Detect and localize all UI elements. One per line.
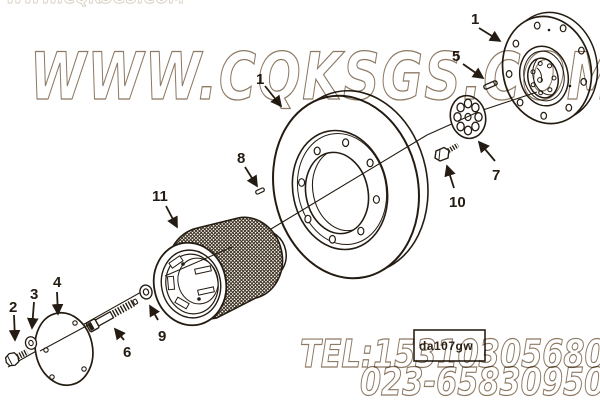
stamp-code-text: da107gw <box>419 339 473 353</box>
callout-arrow-4 <box>51 291 64 316</box>
centerline-segment <box>265 134 428 233</box>
plate-holes <box>453 98 483 136</box>
callout-arrow-9 <box>149 304 161 321</box>
flange-rim-holes <box>505 21 588 120</box>
part-vibration-damper <box>272 89 429 280</box>
centerline-segment <box>39 323 91 352</box>
callout-label-7: 7 <box>492 167 500 184</box>
stamp-box: da107gw <box>413 329 486 362</box>
centerline-segment <box>164 246 233 277</box>
part-pin-8 <box>255 187 265 195</box>
callout-label-8: 8 <box>237 150 245 167</box>
callout-label-1-flange: 1 <box>471 11 479 28</box>
part-washer-9 <box>139 284 153 300</box>
centerline-segment <box>479 91 538 112</box>
callout-label-6: 6 <box>123 344 131 361</box>
callout-arrow-5 <box>462 63 485 80</box>
callout-arrow-7 <box>477 140 496 162</box>
part-bolt-2 <box>4 349 29 367</box>
callout-label-3: 3 <box>30 286 38 303</box>
drum-spline-slots <box>166 255 215 310</box>
part-washer-3 <box>24 336 38 350</box>
part-bolt-10 <box>434 142 460 162</box>
callout-label-10: 10 <box>449 194 466 211</box>
part-pulley-drum <box>152 216 287 327</box>
centerline-segment <box>457 111 479 122</box>
damper-bolt-holes <box>298 138 380 244</box>
callout-arrow-6 <box>113 327 126 341</box>
callout-label-11: 11 <box>152 188 168 205</box>
callout-arrow-11 <box>165 205 178 229</box>
callout-arrow-2 <box>8 314 21 342</box>
part-flange-hub <box>501 11 599 125</box>
callout-arrow-10 <box>444 164 456 189</box>
callout-label-1-damper: 1 <box>256 71 264 88</box>
callout-arrow-3 <box>26 301 39 330</box>
callout-label-5: 5 <box>452 48 460 65</box>
callout-label-4: 4 <box>53 274 62 291</box>
part-bolt-6 <box>85 298 139 333</box>
callout-arrow-1-flange <box>478 27 502 42</box>
part-cover-plate <box>34 311 94 387</box>
callout-arrow-8 <box>244 166 258 188</box>
callout-labels: 1 5 1 8 11 7 10 4 3 2 9 6 <box>9 11 500 361</box>
callout-label-2: 2 <box>9 299 17 316</box>
hub-bore-holes <box>530 61 557 96</box>
callout-arrows <box>8 27 502 342</box>
callout-label-9: 9 <box>158 328 166 345</box>
part-dowel-pin <box>483 80 498 90</box>
callout-arrow-1-damper <box>264 85 283 108</box>
